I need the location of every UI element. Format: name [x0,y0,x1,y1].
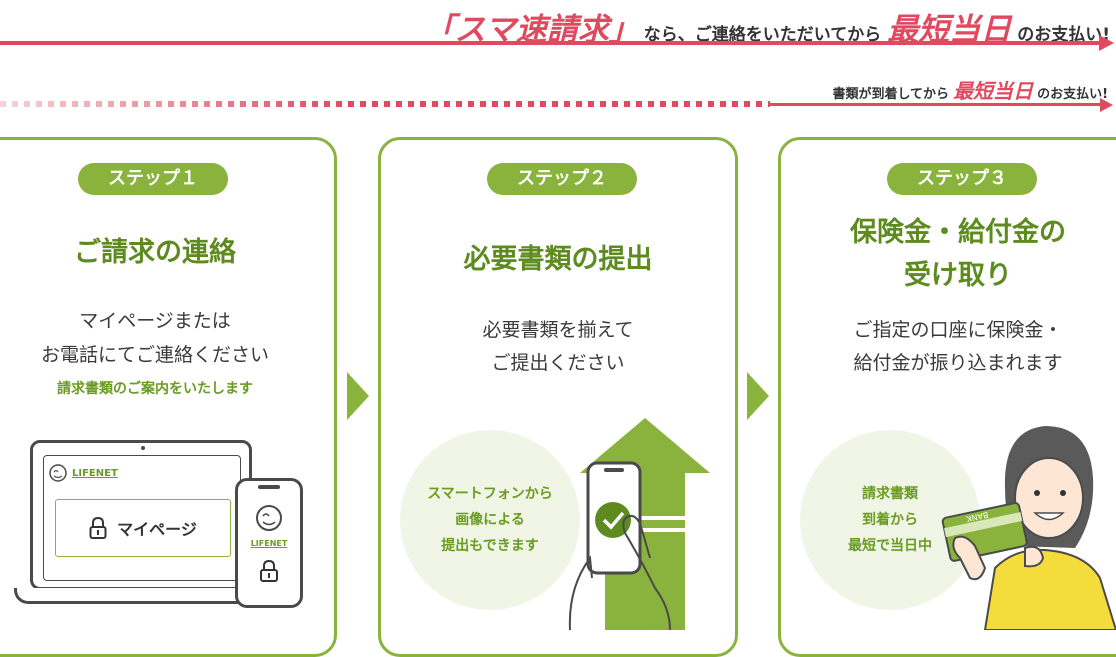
step2-desc-line1: 必要書類を揃えて [482,319,634,341]
step3-circle-line3: 最短で当日中 [848,538,932,554]
top-banner-mid-text: なら、ご連絡をいただいてから [643,25,882,45]
second-banner-highlight: 最短当日 [953,79,1034,103]
step-arrow-icon [347,372,369,420]
top-banner-tail: のお支払い! [1017,25,1110,45]
phone-notch [258,485,280,489]
camera-dot-icon [141,446,145,450]
step2-title: 必要書類の提出 [463,244,653,275]
step3-desc-line2: 給付金が振り込まれます [853,352,1063,374]
step3-badge: ステップ３ [887,163,1037,195]
top-arrow-head-icon [1099,35,1114,51]
top-arrow-line [0,41,1100,45]
step2-desc-line2: ご提出ください [491,352,625,374]
dotted-arrow-line [0,101,770,107]
phone-lock-icon [260,559,278,582]
second-banner-lead: 書類が到着してから [832,87,950,102]
step2-circle-line1: スマートフォンから [427,486,553,502]
woman-with-card-illustration: BANK [941,426,1116,630]
mypage-button-label: マイページ [117,520,197,539]
lifenet-logo: LIFENET [48,463,118,483]
lifenet-logo-text: LIFENET [72,467,118,479]
step3-desc-line1: ご指定の口座に保険金・ [853,319,1063,341]
phone-illustration: LIFENET [235,478,303,608]
upload-phone-illustration [568,418,710,630]
step1-title: ご請求の連絡 [74,237,236,268]
step1-desc-line2: お電話にてご連絡ください [40,344,269,366]
phone-logo-face-icon [256,505,282,531]
second-arrow-head-icon [1100,98,1113,112]
mypage-button[interactable]: マイページ [55,499,231,557]
step-arrow-icon [747,372,769,420]
step1-badge: ステップ１ [78,163,228,195]
step1-note: 請求書類のご案内をいたします [57,381,253,397]
step2-badge: ステップ２ [487,163,637,195]
step3-circle-line2: 到着から [862,512,918,528]
lock-icon [89,517,107,539]
step2-circle-line3: 提出もできます [441,538,539,554]
step3-title-line2: 受け取り [904,260,1012,291]
step3-circle-line1: 請求書類 [862,486,918,502]
step1-desc-line1: マイページまたは [79,310,231,332]
second-banner-text: 書類が到着してから 最短当日 のお支払い! [832,75,1108,104]
step2-info-circle [400,430,580,610]
lifenet-face-icon [49,464,67,482]
second-arrow-line [770,103,1100,106]
step3-title-line1: 保険金・給付金の [850,217,1066,248]
second-banner-tail: のお支払い! [1037,87,1108,102]
step2-circle-line2: 画像による [455,512,525,528]
phone-logo-text: LIFENET [250,539,288,548]
